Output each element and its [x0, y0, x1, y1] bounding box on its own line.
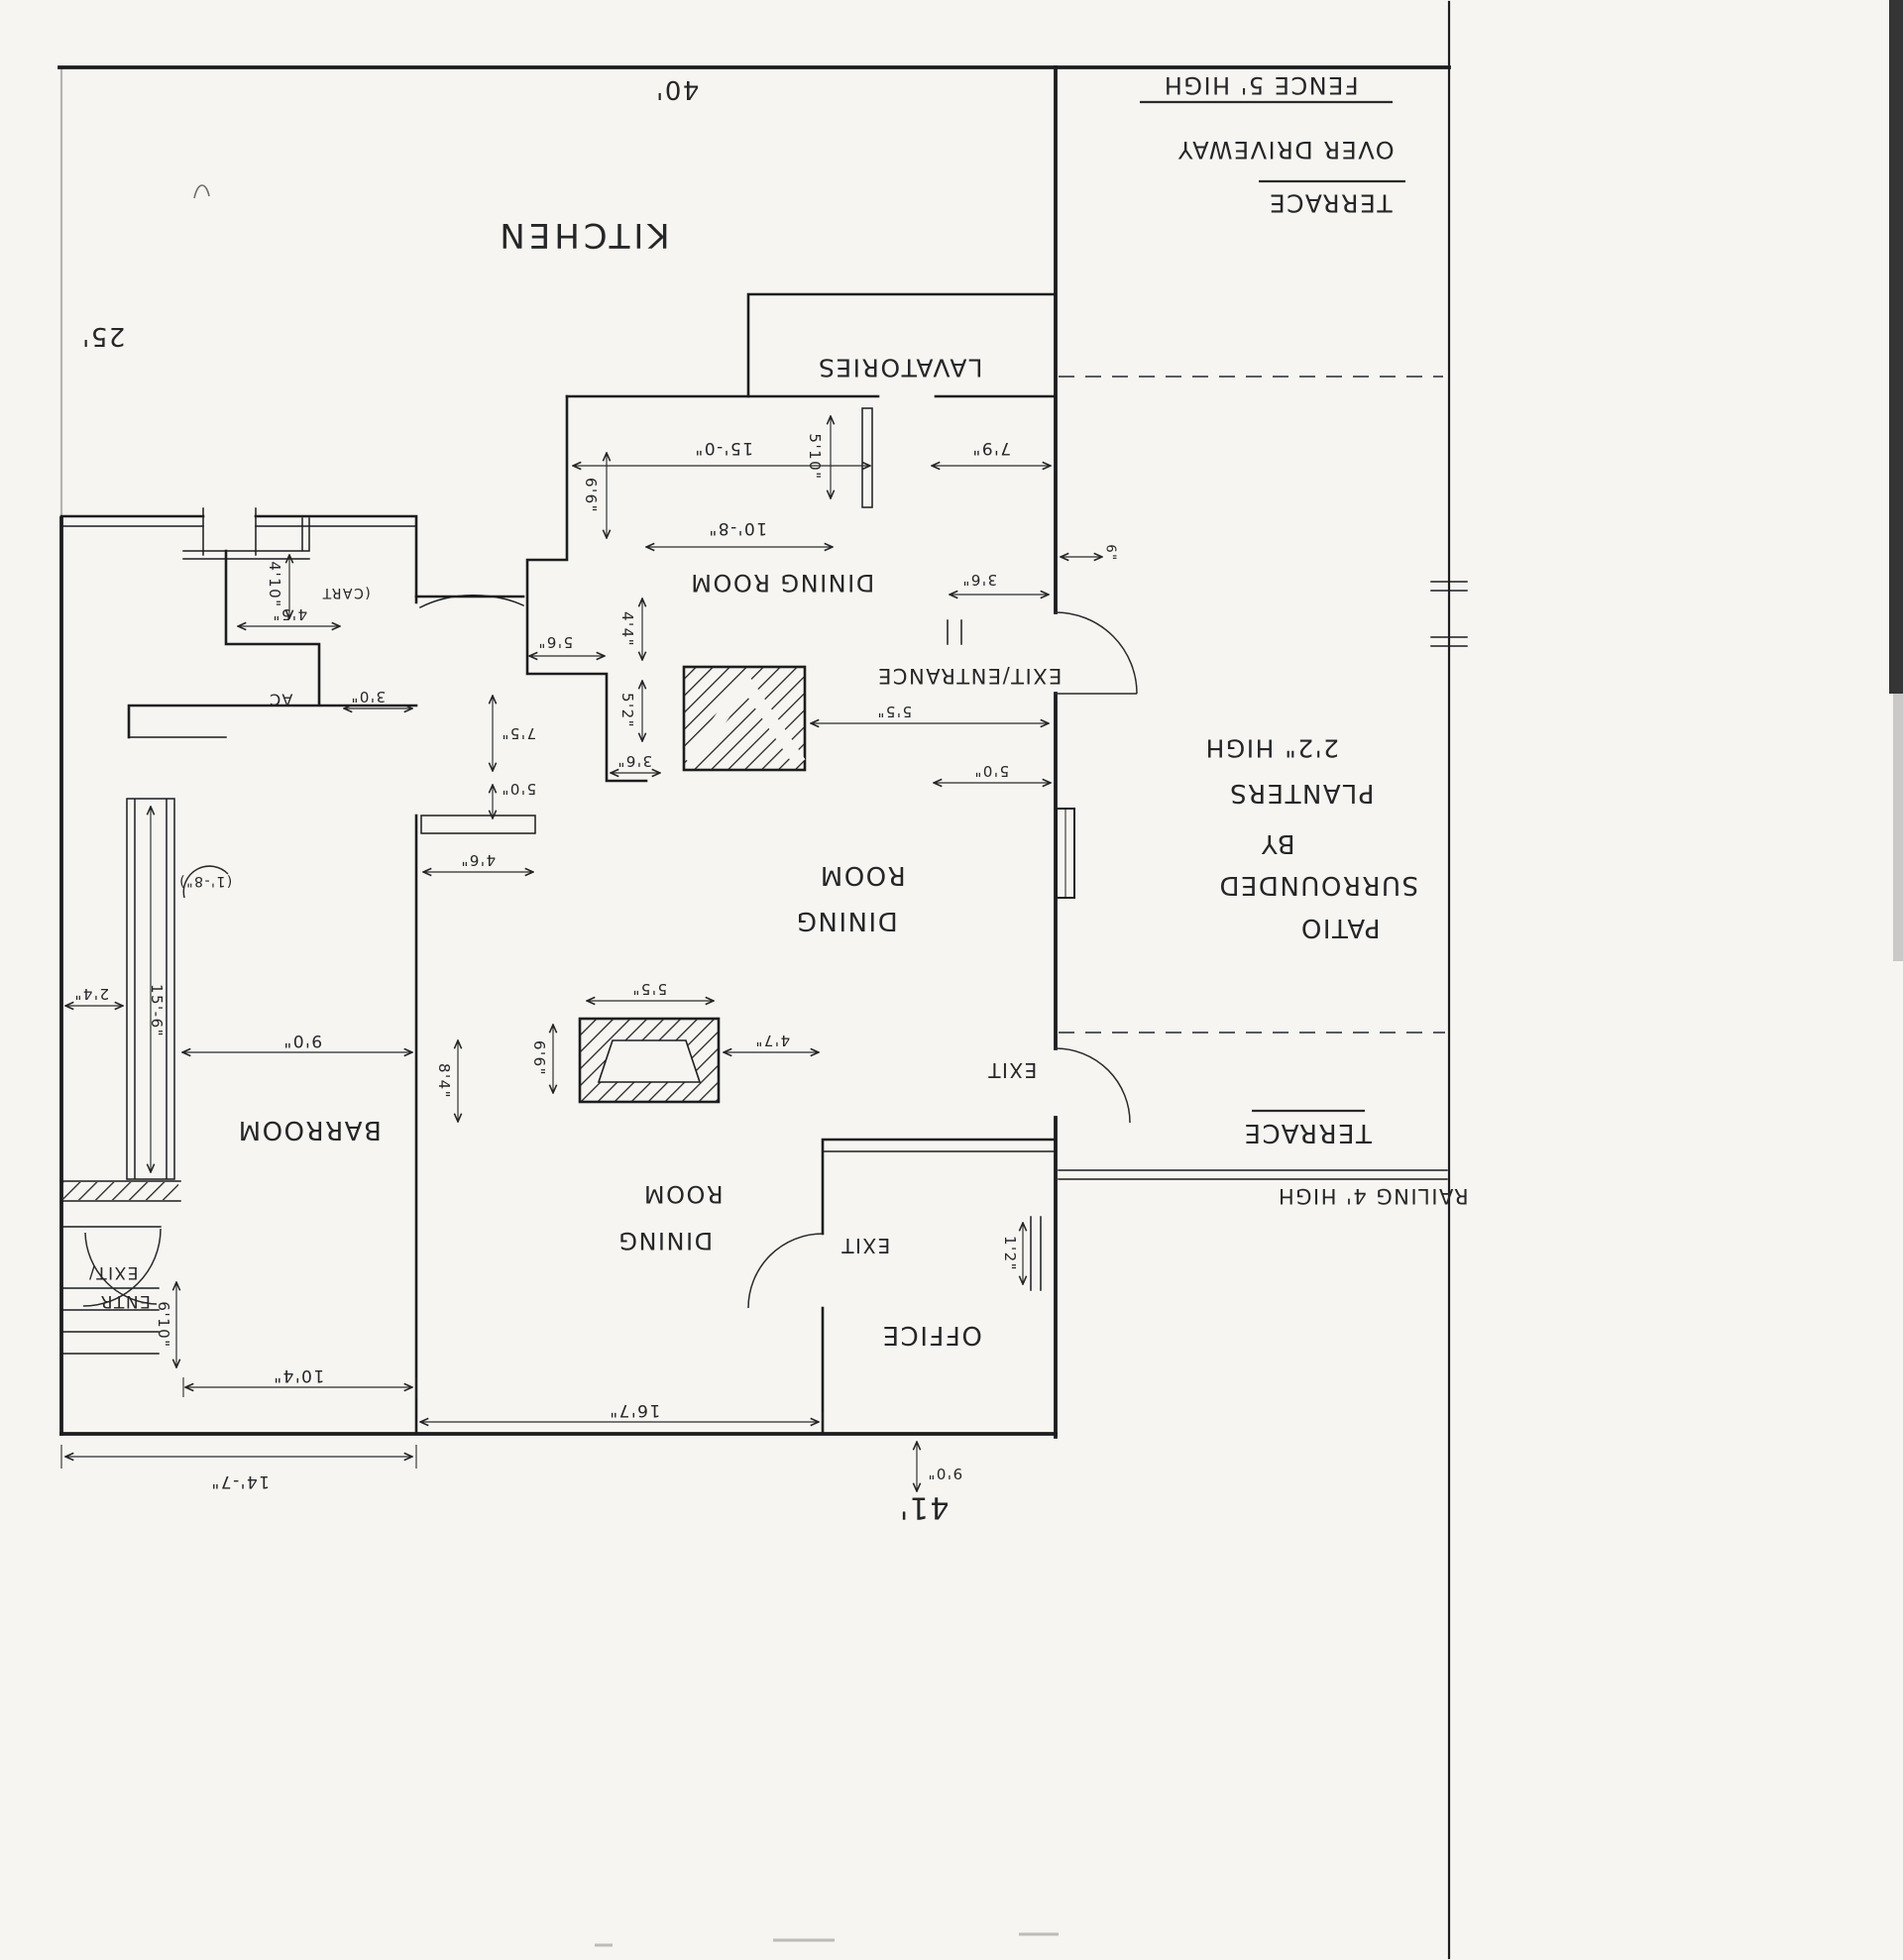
text-underlines: [1140, 100, 1405, 1113]
dim-5-2-label: 5'2": [618, 692, 636, 729]
dim-40ft-label: 40': [654, 74, 700, 104]
wall-box: [1056, 808, 1075, 899]
dim-6-6-low-label: 6'6": [530, 1039, 548, 1077]
exit-entrance-label: EXIT/ENTRANCE: [876, 664, 1063, 688]
dim-5-5-low-label: 5'5": [630, 980, 668, 998]
dim-5-6-label: 5'6": [536, 633, 574, 651]
dim-9-0-bar-label: 9'0": [281, 1031, 323, 1050]
dimension-lines: [65, 416, 1102, 1491]
property-line: [59, 0, 1451, 1960]
dim-6in-label: 6": [1102, 544, 1118, 562]
dim-6-6-upper-label: 6'6": [582, 477, 600, 514]
dim-5-0-right-label: 5'0": [972, 762, 1010, 780]
dim-9-0-bottom-label: 9'0": [926, 1465, 963, 1482]
barroom-label: BARROOM: [237, 1115, 382, 1144]
railing-note-label: RAILING 4' HIGH: [1277, 1184, 1469, 1208]
dim-4-4-label: 4'4": [618, 610, 636, 648]
extension-ticks: [60, 1377, 824, 1469]
dim-8-4-label: 8'4": [435, 1062, 453, 1100]
dining-mid-room-label: ROOM: [819, 860, 906, 890]
dim-5-0-mid-label: 5'0": [500, 780, 537, 798]
dining-low-room-label: ROOM: [642, 1180, 724, 1208]
fence-note-label: FENCE 5' HIGH: [1163, 71, 1359, 99]
dining-room-upper-label: DINING ROOM: [689, 569, 875, 597]
dim-7-9-label: 7'9": [970, 438, 1012, 458]
interior-walls: [59, 292, 1058, 1436]
patio-surrounded-label: SURROUNDED: [1217, 870, 1419, 900]
exit-bl-label: EXIT/: [87, 1262, 139, 1282]
patio-label: PATIO: [1299, 913, 1381, 942]
dim-4-7-label: 4'7": [753, 1032, 791, 1049]
dim-3-6-step-label: 3'6": [616, 752, 653, 770]
dim-5-10-label: 5'10": [806, 433, 824, 481]
door-swings: [82, 611, 1138, 1309]
fireplace-lower: [578, 1017, 721, 1104]
dim-6-10-label: 6'10": [155, 1301, 172, 1349]
terrace-label: TERRACE: [1243, 1118, 1372, 1147]
dim-4-6-label: 4'6": [459, 851, 497, 869]
entr-bl-label: ENTR: [99, 1291, 151, 1311]
dim-3-0-label: 3'0": [349, 688, 387, 706]
exit-terrace-label: EXIT: [986, 1058, 1038, 1082]
dim-2-4-label: 2'4": [72, 985, 110, 1003]
dining-mid-dining-label: DINING: [795, 906, 898, 935]
dim-1-2-label: 1'2": [1001, 1235, 1019, 1272]
ac-label: AC: [268, 690, 293, 709]
dim-7-5-label: 7'5": [500, 724, 537, 742]
dim-1-8-label: (1'-8"): [177, 873, 233, 889]
planters-height-label: 2'2" HIGH: [1204, 733, 1339, 763]
kitchen-label: KITCHEN: [496, 215, 670, 255]
patio-planters-label: PLANTERS: [1228, 778, 1375, 808]
over-driveway-label: OVER DRIVEWAY: [1176, 136, 1395, 163]
terrace-driveway-label: TERRACE: [1268, 188, 1393, 218]
bar-hatch: [63, 1182, 178, 1200]
dim-25ft-label: 25': [80, 321, 126, 351]
fireplace-upper: [682, 665, 807, 772]
dim-14-7-label: 14'-7": [209, 1471, 271, 1491]
light-walls: [60, 407, 1468, 1355]
dashed-boundaries: [1059, 376, 1445, 1034]
cart-note-label: (CART: [321, 585, 371, 600]
outer-walls: [57, 65, 1451, 1439]
dim-15-0-label: 15'-0": [693, 438, 754, 458]
office-label: OFFICE: [881, 1320, 982, 1350]
dim-41ft-label: 41': [898, 1489, 950, 1525]
dim-16-7-label: 16'7": [608, 1400, 661, 1420]
exit-office-label: EXIT: [840, 1234, 891, 1257]
dim-4-5-label: 4'5": [271, 605, 308, 623]
patio-by-label: BY: [1260, 828, 1295, 858]
dim-4-10-label: 4'10": [266, 561, 283, 608]
dim-3-6-right-label: 3'6": [960, 571, 998, 589]
dim-10-8-label: 10'-8": [707, 518, 768, 538]
lavatories-label: LAVATORIES: [817, 353, 983, 382]
dim-5-5-right-label: 5'5": [875, 703, 913, 720]
dim-15-6-label: 15'-6": [148, 983, 166, 1038]
dining-low-dining-label: DINING: [616, 1227, 714, 1254]
scan-artifacts: [193, 0, 1903, 1947]
dim-10-4-label: 10'4": [272, 1365, 325, 1385]
